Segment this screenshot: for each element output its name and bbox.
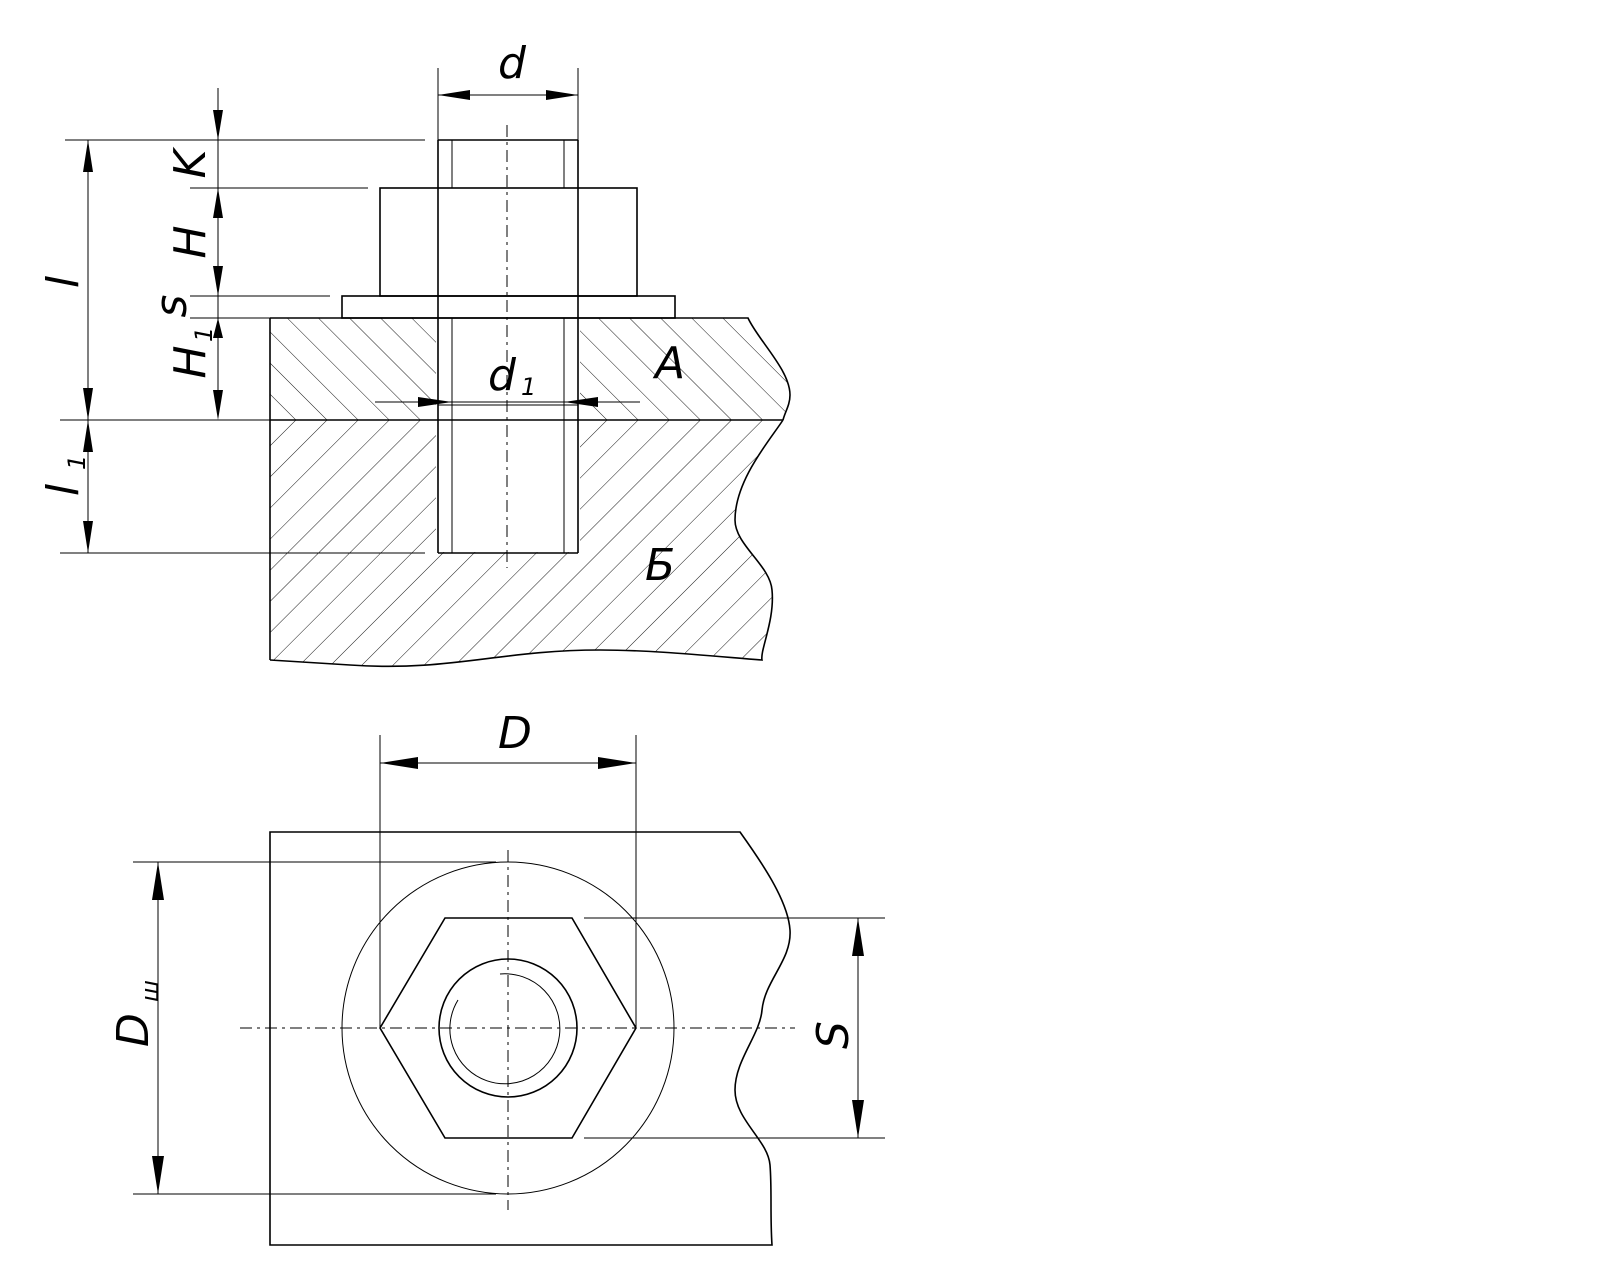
section-view: d d 1 K H s H 1 <box>38 38 791 668</box>
label-l: l <box>38 275 89 288</box>
vertical-dimensions: K H s H 1 <box>60 88 425 421</box>
stud <box>437 139 579 554</box>
label-H1-subscript: 1 <box>190 327 218 342</box>
dimension-Dsh: D ш <box>108 861 496 1195</box>
part-a-plate <box>269 317 791 421</box>
thread-arc <box>449 973 561 1085</box>
dimension-d1: d 1 <box>375 350 640 407</box>
dimension-l: l <box>38 140 93 420</box>
washer <box>341 295 676 319</box>
label-l1-subscript: 1 <box>63 455 91 470</box>
label-d1-subscript: 1 <box>521 373 536 401</box>
nut <box>379 187 638 297</box>
dimension-l1: l 1 <box>38 420 425 554</box>
top-view: D D ш S <box>108 708 885 1246</box>
label-H1: H <box>165 345 216 378</box>
dimension-D: D <box>379 708 637 1028</box>
label-s: s <box>146 295 197 318</box>
label-l1: l <box>38 483 89 496</box>
label-part-B: Б <box>645 540 675 591</box>
dimension-S: S <box>584 917 885 1139</box>
label-H: H <box>165 225 216 258</box>
label-d: d <box>498 38 527 89</box>
top-plate-outline <box>269 831 791 1246</box>
label-d1: d <box>488 350 517 401</box>
dimension-d: d <box>437 38 579 140</box>
label-S: S <box>808 1021 859 1049</box>
label-Dsh: D <box>108 1013 159 1047</box>
part-b-base <box>269 419 784 668</box>
label-part-A: A <box>652 338 685 389</box>
label-K: K <box>165 146 216 178</box>
label-D: D <box>498 708 532 759</box>
label-Dsh-subscript: ш <box>136 980 164 1002</box>
